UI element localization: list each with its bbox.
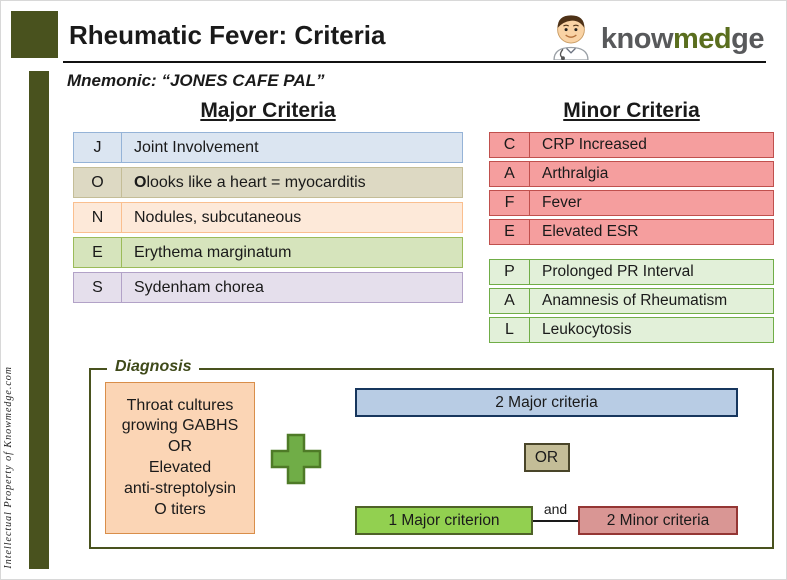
minor-criteria-section: Minor Criteria C CRP Increased A Arthral… <box>489 99 774 346</box>
one-major-box: 1 Major criterion <box>355 506 533 535</box>
accent-strip <box>29 71 49 569</box>
minor-criteria-heading: Minor Criteria <box>563 99 700 122</box>
criterion-text: Fever <box>542 194 582 211</box>
pal-table: P Prolonged PR Interval A Anamnesis of R… <box>489 259 774 343</box>
or-box: OR <box>523 443 570 472</box>
page-title: Rheumatic Fever: Criteria <box>69 19 386 50</box>
mnemonic-letter: A <box>490 289 530 313</box>
criterion-text: Erythema marginatum <box>134 243 292 261</box>
throat-culture-box: Throat cultures growing GABHS OR Elevate… <box>105 382 255 534</box>
watermark: Intellectual Property of Knowmedge.com <box>3 366 14 569</box>
criterion-text: Anamnesis of Rheumatism <box>542 292 728 309</box>
header: Rheumatic Fever: Criteria knowmedge <box>63 11 766 63</box>
table-row: O O looks like a heart = myocarditis <box>73 167 463 198</box>
criterion-text: Nodules, subcutaneous <box>134 208 302 226</box>
diagnosis-panel: Diagnosis Throat cultures growing GABHS … <box>89 358 774 549</box>
criterion-text: Leukocytosis <box>542 321 632 338</box>
criteria-combinations: 2 Major criteria OR 1 Major criterion an… <box>355 382 738 535</box>
diagnosis-flow: Throat cultures growing GABHS OR Elevate… <box>105 382 758 535</box>
criterion-text: Joint Involvement <box>134 138 259 156</box>
plus-icon <box>270 433 322 484</box>
mnemonic-line: Mnemonic: “JONES CAFE PAL” <box>67 71 325 90</box>
major-criteria-heading: Major Criteria <box>200 99 336 122</box>
mnemonic-letter: E <box>490 220 530 244</box>
criterion-text: Elevated ESR <box>542 223 639 240</box>
table-row: E Erythema marginatum <box>73 237 463 268</box>
criterion-text: CRP Increased <box>542 136 647 153</box>
table-row: C CRP Increased <box>489 132 774 158</box>
table-row: F Fever <box>489 190 774 216</box>
mnemonic-letter: A <box>490 162 530 186</box>
two-minor-box: 2 Minor criteria <box>578 506 738 535</box>
mnemonic-letter: O <box>74 168 122 197</box>
knowmedge-logo: knowmedge <box>545 10 764 60</box>
mnemonic-letter: J <box>74 133 122 162</box>
mnemonic-letter: L <box>490 318 530 342</box>
doctor-mascot-icon <box>553 15 589 60</box>
and-label: and <box>543 500 568 517</box>
table-row: J Joint Involvement <box>73 132 463 163</box>
mnemonic-letter: P <box>490 260 530 284</box>
criterion-text: Arthralgia <box>542 165 609 182</box>
cafe-table: C CRP Increased A Arthralgia F Fever E E… <box>489 132 774 245</box>
mnemonic-letter: N <box>74 203 122 232</box>
mnemonic-letter: F <box>490 191 530 215</box>
criterion-text: Sydenham chorea <box>134 278 264 296</box>
diagnosis-label: Diagnosis <box>107 358 200 376</box>
criterion-text: Prolonged PR Interval <box>542 263 694 280</box>
two-major-box: 2 Major criteria <box>355 388 738 417</box>
mnemonic-letter: C <box>490 133 530 157</box>
one-major-two-minor-row: 1 Major criterion and 2 Minor criteria <box>355 501 738 535</box>
table-row: A Arthralgia <box>489 161 774 187</box>
accent-square <box>11 11 58 58</box>
logo-ge: ge <box>731 23 764 55</box>
logo-know: know <box>600 23 674 55</box>
table-row: P Prolonged PR Interval <box>489 259 774 285</box>
and-connector-line: and <box>533 501 578 522</box>
mnemonic-letter: E <box>74 238 122 267</box>
table-row: A Anamnesis of Rheumatism <box>489 288 774 314</box>
mnemonic-letter: S <box>74 273 122 302</box>
major-criteria-section: Major Criteria J Joint Involvement O O l… <box>73 99 463 346</box>
logo-wordmark: knowmedge <box>600 23 765 60</box>
table-row: N Nodules, subcutaneous <box>73 202 463 233</box>
logo-med: med <box>673 23 732 55</box>
criteria-columns: Major Criteria J Joint Involvement O O l… <box>73 99 774 346</box>
table-row: S Sydenham chorea <box>73 272 463 303</box>
table-row: L Leukocytosis <box>489 317 774 343</box>
table-row: E Elevated ESR <box>489 219 774 245</box>
criterion-text: O looks like a heart = myocarditis <box>134 173 366 191</box>
